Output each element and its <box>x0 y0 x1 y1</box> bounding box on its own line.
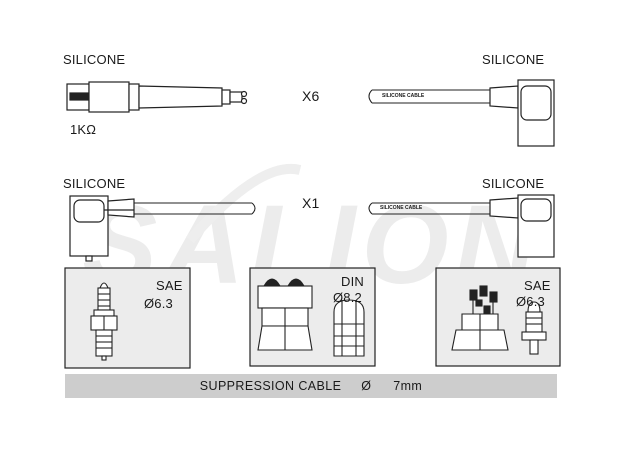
banner-diameter-symbol: Ø <box>361 379 372 393</box>
row2-right-material-label: SILICONE <box>482 176 545 191</box>
distributor-cap-icon <box>257 278 313 351</box>
row1-multiplier-label: X6 <box>302 88 320 104</box>
panel-right <box>435 267 561 367</box>
row1-cable <box>368 89 490 104</box>
banner-label: SUPPRESSION CABLE <box>199 379 342 393</box>
row1-cable-print: SILICONE CABLE <box>382 93 425 99</box>
row1-resistor-label: 1KΩ <box>70 122 97 137</box>
panel-middle-size: Ø8.2 <box>333 290 362 305</box>
distributor-cap-icon <box>451 285 509 351</box>
panel-middle-standard: DIN <box>341 274 364 289</box>
row1-left-material-label: SILICONE <box>63 52 126 67</box>
row1-left-boot <box>66 81 248 113</box>
sae-terminal-icon <box>521 301 547 355</box>
panel-middle <box>249 267 376 367</box>
row2-right-boot <box>489 194 555 258</box>
row2-cable-right <box>368 202 490 215</box>
banner-text: SUPPRESSION CABLE Ø 7mm <box>65 379 557 393</box>
row2-cable-left <box>134 202 256 215</box>
row1-right-boot <box>489 79 555 147</box>
panel-right-standard: SAE <box>524 278 551 293</box>
watermark-swoosh <box>186 163 302 244</box>
row2-multiplier-label: X1 <box>302 195 320 211</box>
panel-left <box>64 267 191 369</box>
suppression-cable-banner: SUPPRESSION CABLE Ø 7mm <box>65 374 557 398</box>
spark-plug-icon <box>90 282 118 361</box>
panel-right-size: Ø6.3 <box>516 294 545 309</box>
row1-right-material-label: SILICONE <box>482 52 545 67</box>
row2-cable-print: SILICONE CABLE <box>380 205 423 211</box>
din-boot-icon <box>333 299 365 357</box>
panel-left-size: Ø6.3 <box>144 296 173 311</box>
banner-size: 7mm <box>393 379 423 393</box>
panel-left-standard: SAE <box>156 278 183 293</box>
row2-left-material-label: SILICONE <box>63 176 126 191</box>
row2-left-boot <box>69 195 135 262</box>
